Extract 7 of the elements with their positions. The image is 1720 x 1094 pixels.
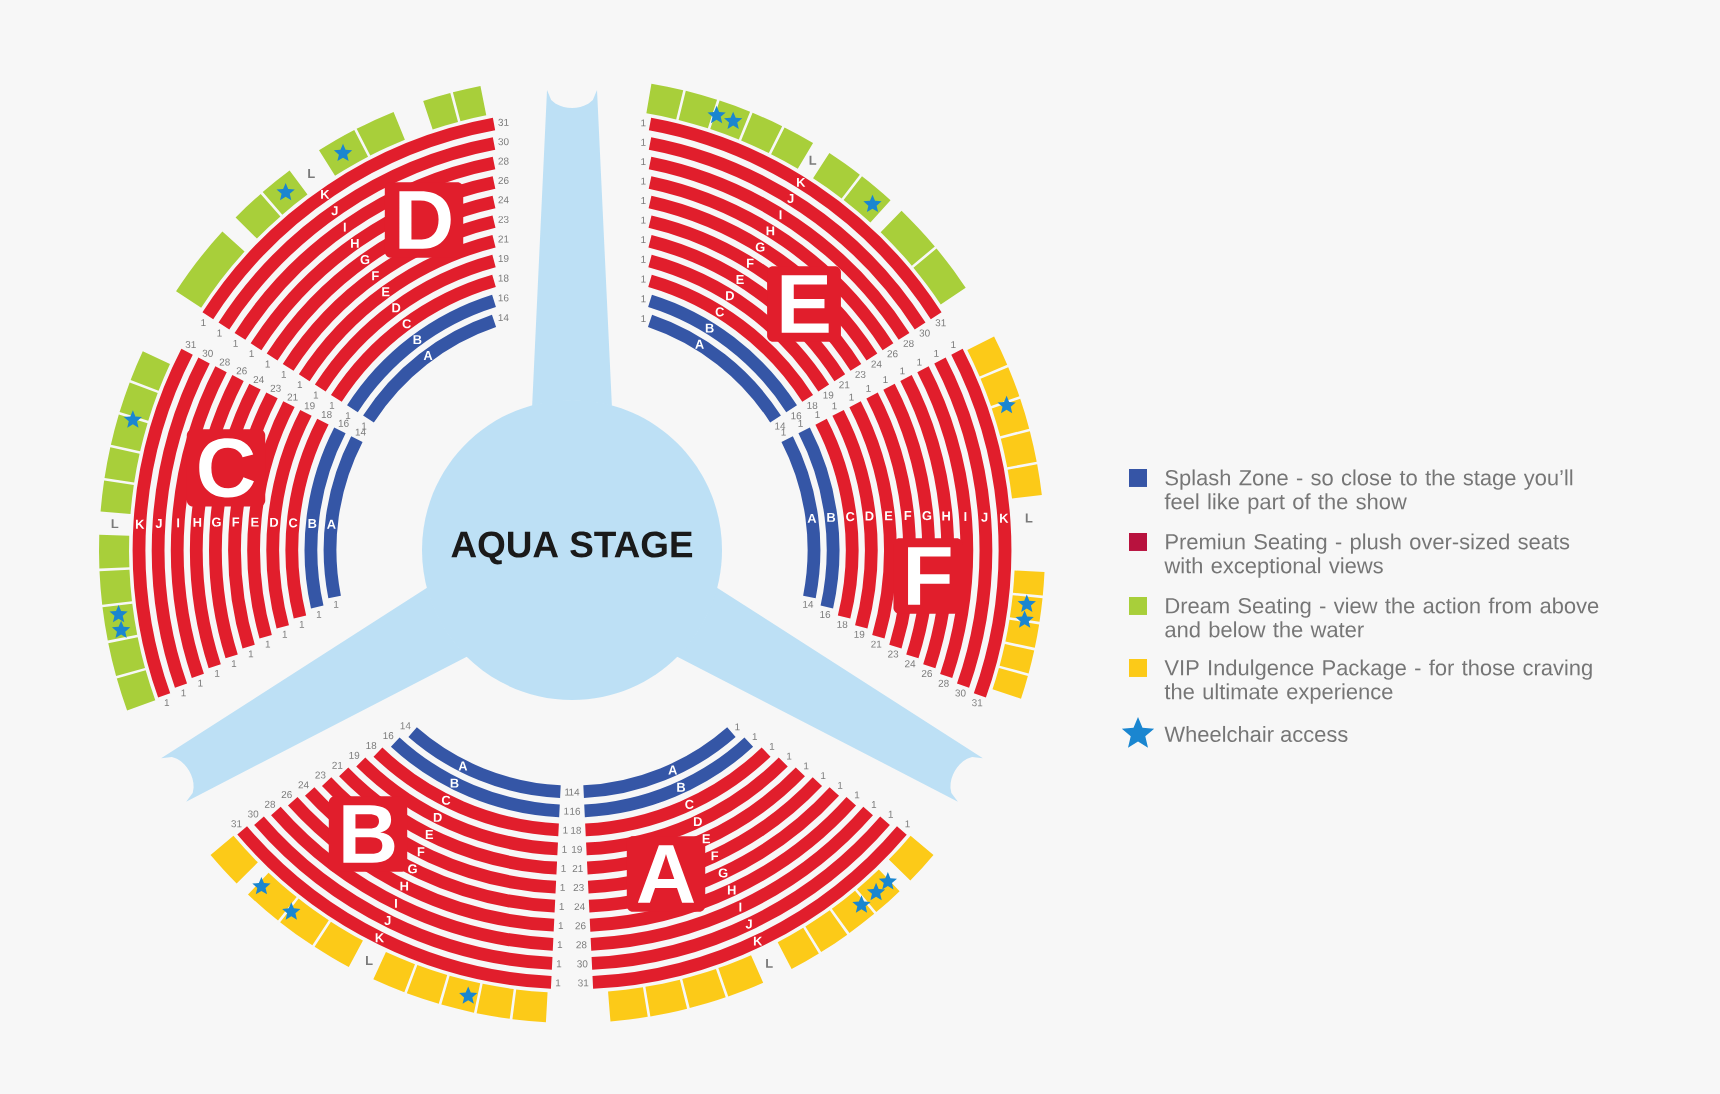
- legend-text: Wheelchair access: [1164, 725, 1348, 743]
- legend-text: VIP Indulgence Package - for those craving the ultimate experience: [1164, 659, 1592, 704]
- legend-text: Dream Seating - view the action from above and below the water: [1165, 597, 1599, 638]
- legend-text: Splash Zone - so close to the stage you’ll feel like part of the show: [1164, 469, 1573, 514]
- legend-text: Premiun Seating - plush over-sized seats with exceptional views: [1164, 533, 1570, 578]
- walkway: [161, 587, 468, 802]
- walkway: [532, 90, 612, 406]
